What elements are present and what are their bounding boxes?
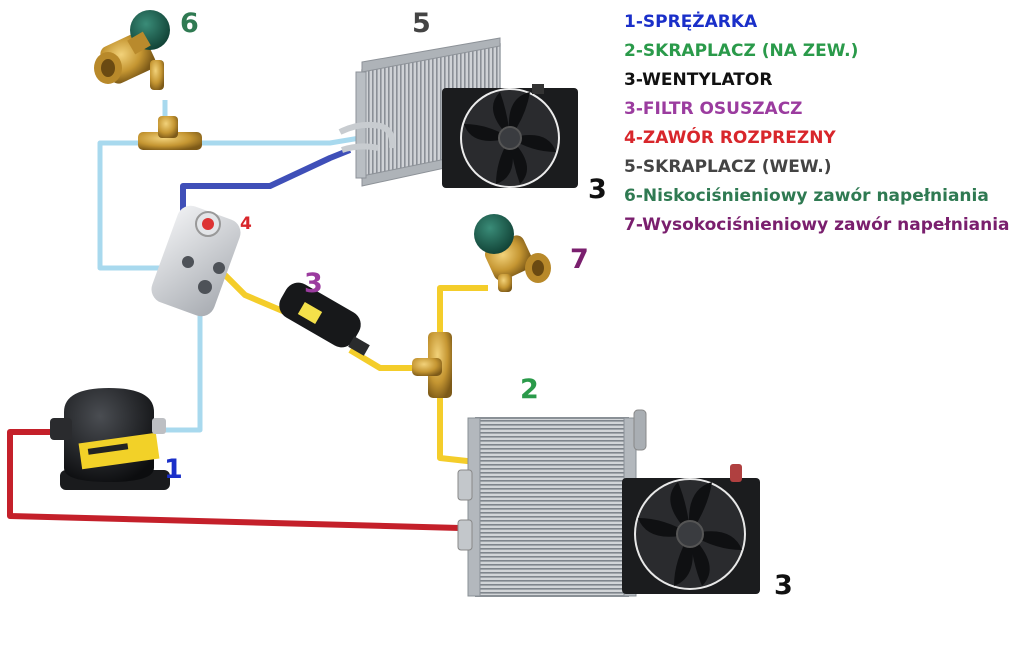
legend-item-text: -Wysokociśnieniowy zawór napełniania bbox=[635, 215, 1010, 235]
legend-item-number: 7 bbox=[624, 215, 636, 235]
pipe-dark-blue bbox=[180, 147, 352, 215]
label-fan-top: 3 bbox=[588, 174, 607, 205]
label-high-pressure-valve: 7 bbox=[570, 244, 589, 275]
legend-item-number: 3 bbox=[624, 99, 636, 119]
legend-item-text: -Niskociśnieniowy zawór napełniania bbox=[635, 186, 989, 206]
label-low-pressure-valve: 6 bbox=[180, 8, 199, 39]
legend-item-text: -SKRAPLACZ (NA ZEW.) bbox=[635, 41, 859, 61]
legend-item-text: -ZAWÓR ROZPREZNY bbox=[635, 128, 836, 148]
pipe-light-blue-suction bbox=[97, 100, 361, 433]
liquid-tee-fitting bbox=[412, 332, 452, 398]
legend-item: 1-SPRĘŻARKA bbox=[624, 8, 1019, 37]
legend-item-number: 5 bbox=[624, 157, 636, 177]
label-compressor: 1 bbox=[164, 454, 183, 485]
legend-item: 5-SKRAPLACZ (WEW.) bbox=[624, 153, 1019, 182]
legend-item-text: -SKRAPLACZ (WEW.) bbox=[635, 157, 832, 177]
low-pressure-service-valve bbox=[94, 10, 170, 90]
label-filter-drier: 3 bbox=[304, 268, 323, 299]
label-fan-bottom: 3 bbox=[774, 570, 793, 601]
expansion-valve bbox=[151, 205, 241, 317]
legend-item-number: 3 bbox=[624, 70, 636, 90]
pipe-yellow-liquid bbox=[219, 269, 488, 465]
label-expansion-valve: 4 bbox=[240, 214, 252, 234]
label-evaporator: 5 bbox=[412, 8, 431, 39]
legend-item: 7-Wysokociśnieniowy zawór napełniania bbox=[624, 211, 1019, 240]
legend-item-text: -SPRĘŻARKA bbox=[635, 12, 758, 32]
legend-item-number: 1 bbox=[624, 12, 636, 32]
high-pressure-service-valve bbox=[474, 214, 551, 292]
label-condenser: 2 bbox=[520, 374, 539, 405]
legend-item-number: 6 bbox=[624, 186, 636, 206]
filter-drier bbox=[279, 282, 370, 356]
compressor bbox=[50, 388, 170, 490]
legend-item: 2-SKRAPLACZ (NA ZEW.) bbox=[624, 37, 1019, 66]
legend-item-number: 4 bbox=[624, 128, 636, 148]
legend-item: 3-WENTYLATOR bbox=[624, 66, 1019, 95]
legend-item: 4-ZAWÓR ROZPREZNY bbox=[624, 124, 1019, 153]
fan-bottom bbox=[622, 464, 760, 594]
condenser-core bbox=[457, 409, 647, 597]
suction-tee-fitting bbox=[138, 116, 202, 150]
legend-item-number: 2 bbox=[624, 41, 636, 61]
legend-item-text: -WENTYLATOR bbox=[635, 70, 773, 90]
legend-item: 3-FILTR OSUSZACZ bbox=[624, 95, 1019, 124]
legend-item: 6-Niskociśnieniowy zawór napełniania bbox=[624, 182, 1019, 211]
fan-top bbox=[442, 84, 578, 188]
legend-item-text: -FILTR OSUSZACZ bbox=[635, 99, 803, 119]
